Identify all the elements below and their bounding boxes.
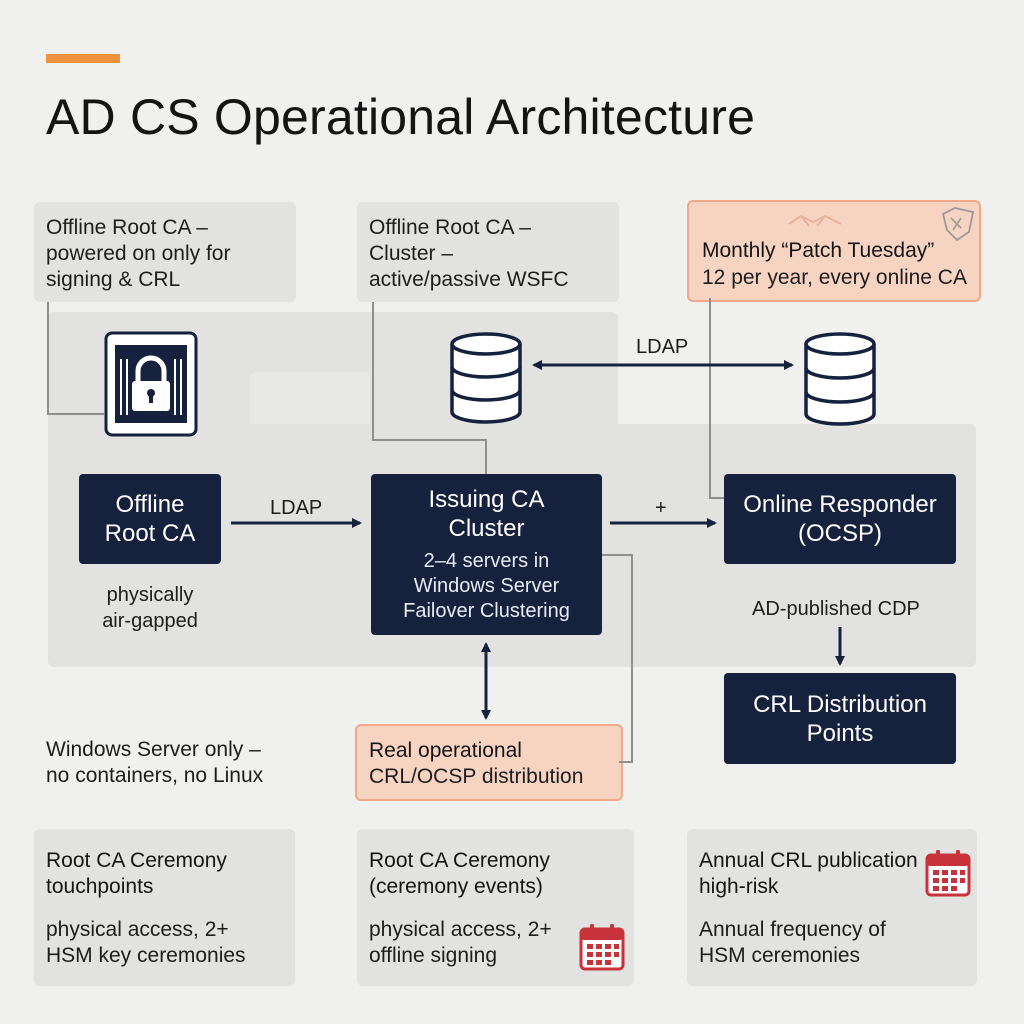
cluster-note: Offline Root CA – Cluster – active/passi… bbox=[357, 202, 619, 302]
handshake-icon bbox=[788, 214, 842, 227]
patch-tuesday-note: Monthly “Patch Tuesday” 12 per year, eve… bbox=[687, 200, 981, 302]
accent-bar bbox=[46, 54, 120, 63]
issuing-ca-node: Issuing CA Cluster 2–4 servers in Window… bbox=[371, 474, 602, 635]
offline-root-note: Offline Root CA – powered on only for si… bbox=[34, 202, 296, 302]
calendar-icon bbox=[579, 924, 625, 971]
card-body: physical access, 2+ HSM key ceremonies bbox=[46, 918, 246, 967]
calendar-icon bbox=[925, 850, 971, 897]
card-title: Root CA Ceremony (ceremony events) bbox=[369, 849, 550, 898]
padlock-icon bbox=[104, 331, 198, 437]
real-ops-title: Real operational bbox=[369, 739, 522, 762]
card-title: Root CA Ceremony touchpoints bbox=[46, 849, 227, 898]
offline-root-note-text: Offline Root CA – powered on only for si… bbox=[46, 216, 231, 291]
windows-note: Windows Server only – no containers, no … bbox=[46, 738, 264, 787]
ocsp-node: Online Responder (OCSP) bbox=[724, 474, 956, 564]
database-icon-right bbox=[804, 332, 876, 426]
cluster-note-text: Offline Root CA – Cluster – active/passi… bbox=[369, 216, 569, 291]
crl-node: CRL Distribution Points bbox=[724, 673, 956, 764]
root-ca-node: Offline Root CA bbox=[79, 474, 221, 564]
patch-tuesday-title: Monthly “Patch Tuesday” bbox=[702, 239, 935, 262]
upper-band-inset bbox=[250, 372, 370, 432]
patch-tuesday-text: 12 per year, every online CA bbox=[702, 266, 967, 289]
ceremony-card: Root CA Ceremony touchpoints physical ac… bbox=[34, 829, 295, 986]
ceremony-card: Annual CRL publication high-risk Annual … bbox=[687, 829, 977, 986]
ldap-mid-label: LDAP bbox=[270, 497, 323, 519]
database-icon-left bbox=[450, 332, 522, 424]
ceremony-card: Root CA Ceremony (ceremony events) physi… bbox=[357, 829, 634, 986]
real-ops-text: CRL/OCSP distribution bbox=[369, 765, 584, 788]
shield-icon bbox=[941, 207, 975, 242]
ad-cdp-label: AD-published CDP bbox=[752, 598, 920, 620]
card-body: Annual frequency of HSM ceremonies bbox=[699, 918, 886, 967]
root-ca-title: Offline Root CA bbox=[104, 491, 196, 547]
issuing-ca-title: Issuing CA Cluster bbox=[428, 486, 545, 542]
page-title: AD CS Operational Architecture bbox=[46, 89, 756, 145]
air-gapped-label: physically air-gapped bbox=[102, 584, 198, 632]
ldap-top-label: LDAP bbox=[636, 336, 689, 358]
crl-title: CRL Distribution Points bbox=[753, 690, 927, 747]
issuing-ca-subtitle: 2–4 servers in Windows Server Failover C… bbox=[403, 550, 570, 622]
card-body: physical access, 2+ offline signing bbox=[369, 918, 552, 967]
card-title: Annual CRL publication high-risk bbox=[699, 849, 918, 898]
real-ops-note: Real operational CRL/OCSP distribution bbox=[355, 724, 623, 801]
ocsp-title: Online Responder (OCSP) bbox=[743, 491, 937, 547]
plus-label: + bbox=[655, 497, 667, 519]
